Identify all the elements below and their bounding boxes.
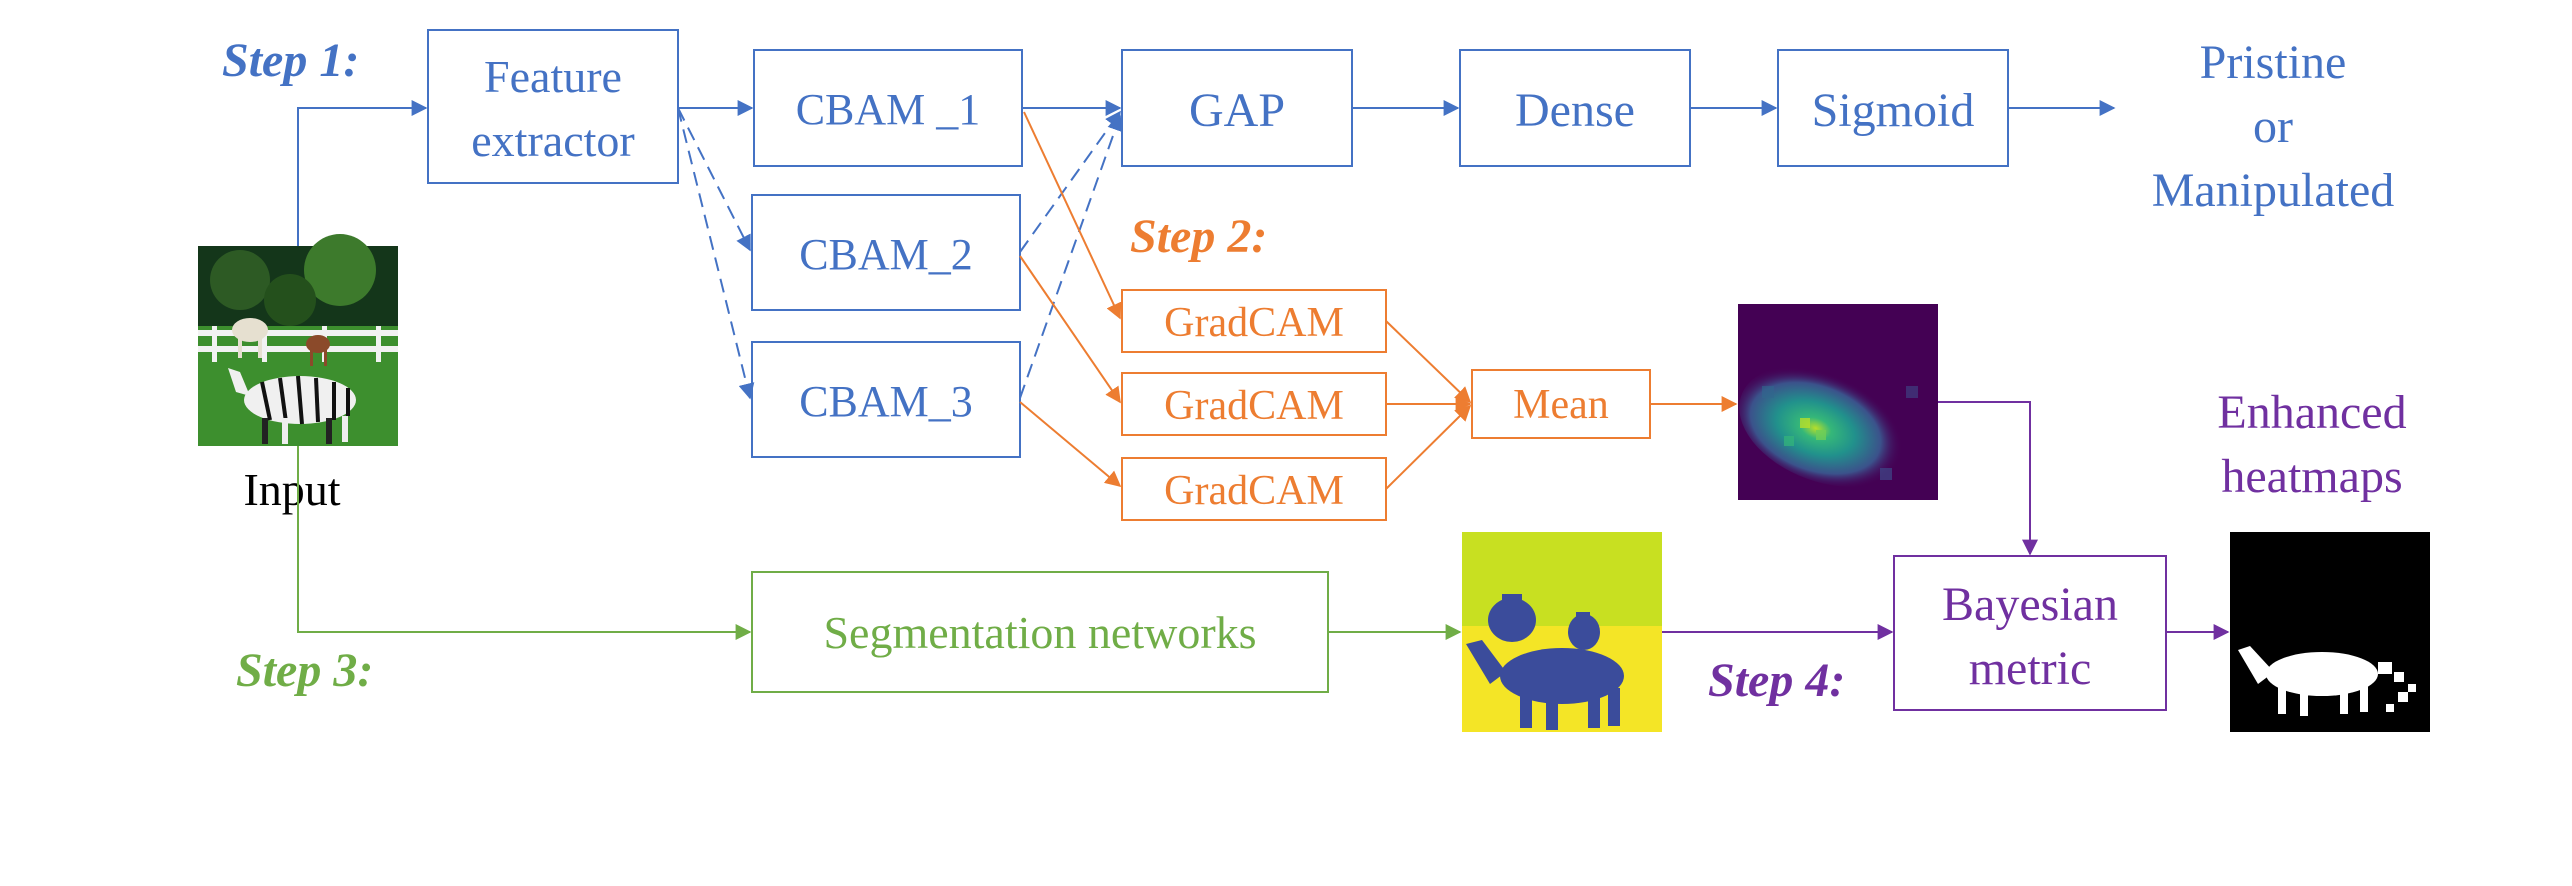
dense-label: Dense bbox=[1515, 84, 1635, 137]
bayesian-metric-line-1: Bayesian bbox=[1942, 578, 2118, 631]
output-line-3: Manipulated bbox=[2152, 164, 2395, 217]
segmentation-mask-image bbox=[1462, 532, 1662, 732]
sigmoid-box: Sigmoid bbox=[1777, 49, 2009, 167]
cbam-2-box: CBAM_2 bbox=[751, 194, 1021, 311]
dense-box: Dense bbox=[1459, 49, 1691, 167]
cbam-2-label: CBAM_2 bbox=[799, 230, 973, 279]
feature-extractor-line-1: Feature bbox=[484, 51, 622, 102]
step-4-arrows bbox=[1662, 401, 2230, 640]
enhanced-heatmaps-label: Enhanced heatmaps bbox=[2217, 386, 2406, 503]
feature-extractor-box: Feature extractor bbox=[427, 29, 679, 184]
enhanced-heatmaps-line-2: heatmaps bbox=[2221, 450, 2402, 503]
enhanced-heatmap-image bbox=[2230, 532, 2430, 732]
gradcam-1-box: GradCAM bbox=[1121, 289, 1387, 353]
step-1-arrows bbox=[297, 100, 2116, 400]
classification-output: Pristine or Manipulated bbox=[2152, 36, 2395, 217]
mean-box: Mean bbox=[1471, 369, 1651, 439]
step-2-label: Step 2: bbox=[1130, 210, 1267, 263]
gap-label: GAP bbox=[1189, 84, 1285, 137]
input-image bbox=[198, 234, 398, 446]
mean-label: Mean bbox=[1513, 382, 1609, 428]
cbam-1-box: CBAM _1 bbox=[753, 49, 1023, 167]
output-line-2: or bbox=[2253, 100, 2293, 153]
step-3-label: Step 3: bbox=[236, 644, 373, 697]
segmentation-networks-box: Segmentation networks bbox=[751, 571, 1329, 693]
cbam-3-label: CBAM_3 bbox=[799, 377, 973, 426]
input-label: Input bbox=[243, 464, 340, 515]
feature-extractor-line-2: extractor bbox=[471, 115, 634, 166]
cbam-1-label: CBAM _1 bbox=[796, 85, 981, 134]
step-2-arrows bbox=[1019, 111, 1738, 490]
gradcam-2-box: GradCAM bbox=[1121, 372, 1387, 436]
gradcam-3-label: GradCAM bbox=[1164, 468, 1344, 514]
sigmoid-label: Sigmoid bbox=[1812, 84, 1975, 137]
gradcam-3-box: GradCAM bbox=[1121, 457, 1387, 521]
gradcam-2-label: GradCAM bbox=[1164, 383, 1344, 429]
gradcam-1-label: GradCAM bbox=[1164, 300, 1344, 346]
step-4-label: Step 4: bbox=[1708, 654, 1845, 707]
enhanced-heatmaps-line-1: Enhanced bbox=[2217, 386, 2406, 439]
segmentation-networks-label: Segmentation networks bbox=[823, 607, 1256, 658]
cbam-3-box: CBAM_3 bbox=[751, 341, 1021, 458]
bayesian-metric-box: Bayesian metric bbox=[1893, 555, 2167, 711]
gradcam-heatmap-image bbox=[1738, 304, 1938, 500]
bayesian-metric-line-2: metric bbox=[1969, 642, 2092, 695]
gap-box: GAP bbox=[1121, 49, 1353, 167]
step-3-arrows bbox=[297, 446, 1462, 640]
step-1-label: Step 1: bbox=[222, 34, 359, 87]
output-line-1: Pristine bbox=[2200, 36, 2347, 89]
